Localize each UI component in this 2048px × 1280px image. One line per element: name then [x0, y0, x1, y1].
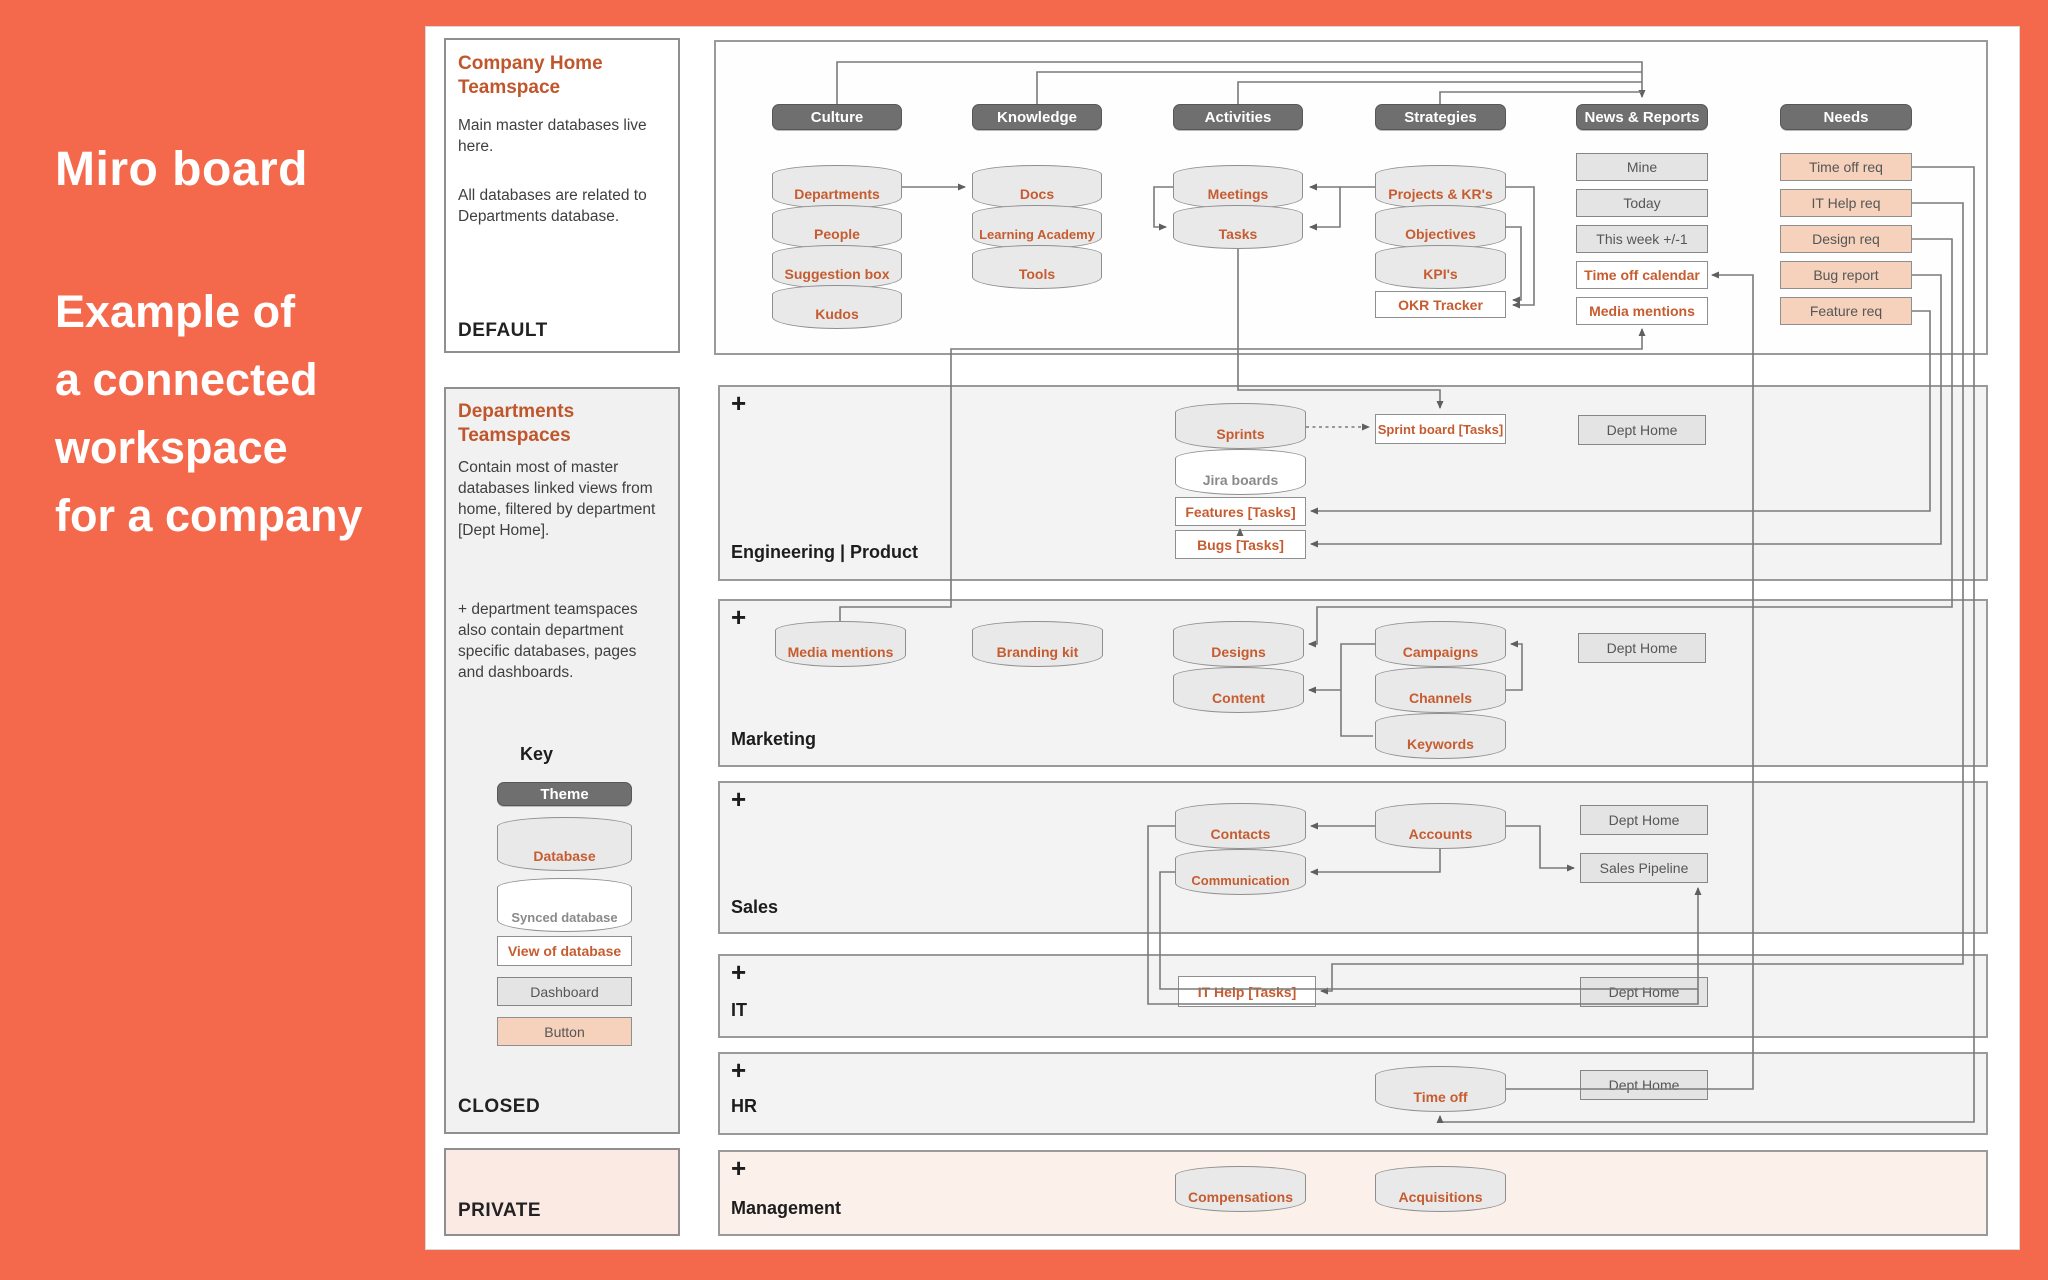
company-home-title: Company Home Teamspace	[458, 53, 603, 98]
departments-teamspaces-panel[interactable]	[444, 387, 680, 1134]
dashboard-dept-home[interactable]: Dept Home	[1580, 1070, 1708, 1100]
dashboard-dept-home[interactable]: Dept Home	[1580, 805, 1708, 835]
dashboard-this-week[interactable]: This week +/-1	[1576, 225, 1708, 253]
subtitle-line: workspace	[55, 422, 288, 473]
row-management[interactable]	[718, 1150, 1988, 1236]
add-button[interactable]: +	[731, 602, 747, 632]
row-it[interactable]	[718, 954, 1988, 1038]
key-button-box[interactable]: Button	[497, 1017, 632, 1046]
key-title: Key	[520, 744, 554, 764]
dashboard-dept-home[interactable]: Dept Home	[1580, 977, 1708, 1007]
departments-title: Departments Teamspaces	[458, 401, 575, 446]
db-kpis[interactable]: KPI's	[1375, 245, 1506, 289]
db-departments[interactable]: Departments	[772, 165, 902, 209]
add-button[interactable]: +	[731, 1055, 747, 1085]
key-view-box[interactable]: View of database	[497, 936, 632, 966]
subtitle-line: for a company	[55, 490, 363, 541]
dashboard-mine[interactable]: Mine	[1576, 153, 1708, 181]
dashboard-sales-pipeline[interactable]: Sales Pipeline	[1580, 853, 1708, 883]
company-home-body2: All databases are related to Departments…	[458, 187, 647, 225]
row-marketing[interactable]	[718, 599, 1988, 767]
db-media-mentions[interactable]: Media mentions	[775, 621, 906, 667]
button-time-off-req[interactable]: Time off req	[1780, 153, 1912, 181]
departments-footer: CLOSED	[458, 1096, 541, 1117]
key-theme-pill[interactable]: Theme	[497, 782, 632, 806]
departments-body2: + department teamspaces also contain dep…	[458, 601, 638, 681]
db-tools[interactable]: Tools	[972, 245, 1102, 289]
db-docs[interactable]: Docs	[972, 165, 1102, 209]
db-acquisitions[interactable]: Acquisitions	[1375, 1166, 1506, 1212]
view-it-help-tasks[interactable]: IT Help [Tasks]	[1178, 976, 1316, 1007]
company-home-panel[interactable]	[444, 38, 680, 353]
key-database-shape[interactable]: Database	[497, 817, 632, 871]
private-panel[interactable]	[444, 1148, 680, 1236]
subtitle-line: Example of	[55, 286, 296, 337]
row-label-sales: Sales	[731, 897, 779, 917]
theme-pill-activities[interactable]: Activities	[1173, 104, 1303, 130]
db-objectives[interactable]: Objectives	[1375, 205, 1506, 249]
departments-body1: Contain most of master databases linked …	[458, 459, 656, 539]
db-tasks[interactable]: Tasks	[1173, 205, 1303, 249]
view-okr-tracker[interactable]: OKR Tracker	[1375, 291, 1506, 318]
subtitle-line: a connected	[55, 354, 318, 405]
db-sprints[interactable]: Sprints	[1175, 403, 1306, 449]
add-button[interactable]: +	[731, 957, 747, 987]
dashboard-dept-home[interactable]: Dept Home	[1578, 415, 1706, 445]
db-meetings[interactable]: Meetings	[1173, 165, 1303, 209]
db-content[interactable]: Content	[1173, 667, 1304, 713]
key-dashboard-box[interactable]: Dashboard	[497, 977, 632, 1006]
theme-pill-strategies[interactable]: Strategies	[1375, 104, 1506, 130]
company-home-body1: Main master databases live here.	[458, 117, 647, 155]
row-label-engineering: Engineering | Product	[731, 542, 919, 562]
db-communication[interactable]: Communication	[1175, 849, 1306, 895]
row-label-marketing: Marketing	[731, 729, 817, 749]
row-label-management: Management	[731, 1198, 842, 1218]
view-bugs-tasks[interactable]: Bugs [Tasks]	[1175, 530, 1306, 559]
private-footer: PRIVATE	[458, 1200, 542, 1221]
button-feature-req[interactable]: Feature req	[1780, 297, 1912, 325]
db-projects-krs[interactable]: Projects & KR's	[1375, 165, 1506, 209]
view-time-off-calendar[interactable]: Time off calendar	[1576, 261, 1708, 289]
db-time-off[interactable]: Time off	[1375, 1066, 1506, 1112]
row-sales[interactable]	[718, 781, 1988, 934]
db-accounts[interactable]: Accounts	[1375, 803, 1506, 849]
db-campaigns[interactable]: Campaigns	[1375, 621, 1506, 667]
add-button[interactable]: +	[731, 784, 747, 814]
button-design-req[interactable]: Design req	[1780, 225, 1912, 253]
db-compensations[interactable]: Compensations	[1175, 1166, 1306, 1212]
db-suggestion-box[interactable]: Suggestion box	[772, 245, 902, 289]
key-synced-database-shape[interactable]: Synced database	[497, 878, 632, 932]
add-button[interactable]: +	[731, 1153, 747, 1183]
dashboard-today[interactable]: Today	[1576, 189, 1708, 217]
company-home-footer: DEFAULT	[458, 320, 548, 341]
view-features-tasks[interactable]: Features [Tasks]	[1175, 497, 1306, 526]
key-theme-label: Theme	[540, 785, 589, 803]
db-branding-kit[interactable]: Branding kit	[972, 621, 1103, 667]
theme-pill-culture[interactable]: Culture	[772, 104, 902, 130]
db-learning-academy[interactable]: Learning Academy	[972, 205, 1102, 249]
db-channels[interactable]: Channels	[1375, 667, 1506, 713]
add-button[interactable]: +	[731, 388, 747, 418]
dashboard-dept-home[interactable]: Dept Home	[1578, 633, 1706, 663]
row-hr[interactable]	[718, 1052, 1988, 1135]
theme-pill-knowledge[interactable]: Knowledge	[972, 104, 1102, 130]
theme-pill-news-reports[interactable]: News & Reports	[1576, 104, 1708, 130]
db-keywords[interactable]: Keywords	[1375, 713, 1506, 759]
synced-db-jira-boards[interactable]: Jira boards	[1175, 449, 1306, 495]
page-title: Miro board	[55, 143, 308, 196]
row-label-it: IT	[731, 1000, 747, 1020]
db-kudos[interactable]: Kudos	[772, 285, 902, 329]
button-bug-report[interactable]: Bug report	[1780, 261, 1912, 289]
db-people[interactable]: People	[772, 205, 902, 249]
theme-pill-needs[interactable]: Needs	[1780, 104, 1912, 130]
view-media-mentions[interactable]: Media mentions	[1576, 297, 1708, 325]
button-it-help-req[interactable]: IT Help req	[1780, 189, 1912, 217]
db-designs[interactable]: Designs	[1173, 621, 1304, 667]
db-contacts[interactable]: Contacts	[1175, 803, 1306, 849]
view-sprint-board[interactable]: Sprint board [Tasks]	[1375, 414, 1506, 444]
row-label-hr: HR	[731, 1096, 757, 1116]
